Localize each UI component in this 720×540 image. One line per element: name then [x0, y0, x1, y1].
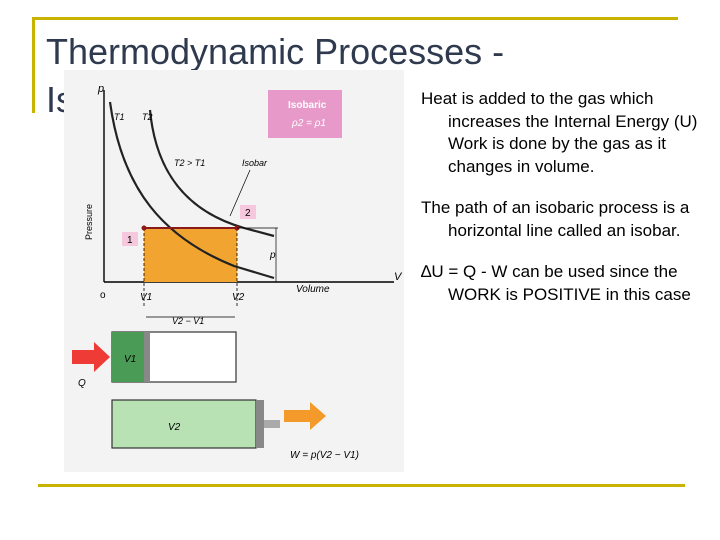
t2-label: T2	[142, 112, 153, 122]
work-arrow-icon	[284, 402, 326, 430]
left-rule	[32, 17, 35, 113]
heat-label: Q	[78, 378, 86, 389]
slide-title: Thermodynamic Processes -	[46, 31, 505, 72]
t1-label: T1	[114, 112, 125, 122]
bullet-list: Heat is added to the gas which increases…	[421, 88, 711, 325]
v2-label: V2	[232, 292, 245, 303]
volume-change-label: V2 − V1	[172, 316, 204, 326]
bullet-isobar: The path of an isobaric process is a hor…	[421, 198, 690, 240]
origin-label: o	[100, 290, 106, 301]
cylinder-1-gas	[112, 332, 144, 382]
t-relation-label: T2 > T1	[174, 158, 205, 168]
point-2-label: 2	[245, 208, 251, 219]
isotherm-t1	[108, 101, 275, 280]
legend-title: Isobaric	[288, 100, 327, 111]
cylinder-1-volume-label: V1	[124, 354, 136, 365]
v-axis-label: V	[394, 271, 403, 283]
v1-label: V1	[140, 292, 152, 303]
work-equation: W = p(V2 − V1)	[290, 450, 359, 461]
bullet-heat: Heat is added to the gas which increases…	[421, 89, 698, 176]
bottom-rule	[38, 484, 685, 487]
pressure-label: Pressure	[84, 204, 94, 240]
isobaric-diagram: p V o T1 T2 T2 > T1 Isobar Isobaric ρ2 =…	[64, 70, 404, 472]
isobar-label: Isobar	[242, 158, 268, 168]
isotherm-t2	[148, 109, 275, 238]
top-rule	[32, 17, 678, 20]
p-marker: p	[269, 250, 276, 261]
cylinder-2-gas	[111, 399, 257, 449]
p-axis-label: p	[97, 83, 104, 95]
point-1-label: 1	[127, 235, 133, 246]
cylinder-2-volume-label: V2	[168, 422, 181, 433]
legend-box	[268, 90, 342, 138]
work-area	[144, 228, 237, 282]
legend-equation: ρ2 = ρ1	[291, 118, 326, 129]
bullet-first-law: ∆U = Q - W can be used since the WORK is…	[421, 262, 691, 304]
volume-label: Volume	[296, 284, 330, 295]
heat-arrow-icon	[72, 342, 110, 372]
